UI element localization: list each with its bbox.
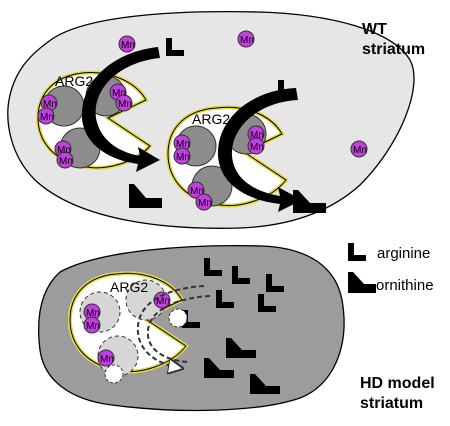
svg-text:Mn: Mn bbox=[156, 296, 170, 307]
legend-ornithine-label: ornithine bbox=[376, 277, 434, 294]
mn-label: Mn bbox=[240, 35, 254, 46]
arg2-label: ARG2 bbox=[110, 279, 148, 295]
arginine-icon bbox=[204, 258, 222, 276]
hd-title-line2: striatum bbox=[360, 395, 423, 412]
flow-arrow-hd-outline bbox=[146, 295, 211, 363]
arginine-icon bbox=[266, 274, 284, 292]
arg2-label: ARG2 bbox=[192, 111, 230, 127]
svg-text:Mn: Mn bbox=[40, 112, 54, 123]
mn-bound: Mn Mn Mn Mn Mn Mn bbox=[173, 125, 265, 211]
legend-arginine-label: arginine bbox=[377, 245, 430, 262]
arg2-label: ARG2 bbox=[55, 73, 93, 89]
flow-arrow-1 bbox=[81, 47, 160, 172]
arginine-icon bbox=[166, 38, 184, 56]
svg-text:Mn: Mn bbox=[43, 99, 57, 110]
svg-text:Mn: Mn bbox=[190, 186, 204, 197]
mn-free-3: Mn bbox=[350, 140, 368, 158]
mn-bound: Mn Mn Mn Mn Mn Mn bbox=[37, 83, 133, 169]
ornithine-icon bbox=[293, 190, 326, 213]
mn-free-1: Mn bbox=[118, 35, 136, 53]
hd-title: HD model striatum bbox=[360, 375, 435, 412]
svg-text:Mn: Mn bbox=[198, 198, 212, 209]
arginine-icon bbox=[258, 294, 276, 312]
svg-text:Mn: Mn bbox=[112, 88, 126, 99]
legend-arginine-icon bbox=[348, 243, 366, 261]
svg-text:Mn: Mn bbox=[118, 99, 132, 110]
mn-free-2: Mn bbox=[237, 30, 255, 48]
svg-text:Mn: Mn bbox=[100, 354, 114, 365]
hd-title-line1: HD model bbox=[360, 375, 435, 392]
mn-bound: Mn Mn Mn Mn bbox=[83, 291, 171, 367]
ornithine-icon bbox=[204, 358, 234, 378]
arginine-icon bbox=[216, 290, 234, 308]
svg-text:Mn: Mn bbox=[86, 308, 100, 319]
mn-label: Mn bbox=[353, 145, 367, 156]
ornithine-icon bbox=[129, 184, 162, 208]
svg-text:Mn: Mn bbox=[176, 139, 190, 150]
svg-text:Mn: Mn bbox=[176, 152, 190, 163]
legend: arginine ornithine bbox=[348, 243, 434, 294]
svg-text:Mn: Mn bbox=[86, 321, 100, 332]
svg-text:Mn: Mn bbox=[59, 156, 73, 167]
ornithine-icon bbox=[250, 374, 280, 394]
ornithine-icon bbox=[226, 338, 256, 358]
flow-arrow-2 bbox=[217, 88, 302, 212]
flow-arrow-hd bbox=[136, 285, 205, 368]
svg-text:Mn: Mn bbox=[250, 142, 264, 153]
svg-text:Mn: Mn bbox=[250, 130, 264, 141]
legend-ornithine-icon bbox=[348, 272, 376, 293]
wt-title-line2: striatum bbox=[362, 41, 425, 58]
wt-title-line1: WT bbox=[362, 21, 387, 38]
wt-title: WT striatum bbox=[362, 21, 425, 58]
svg-text:Mn: Mn bbox=[57, 145, 71, 156]
mn-label: Mn bbox=[121, 40, 135, 51]
arginine-icon bbox=[232, 266, 250, 284]
